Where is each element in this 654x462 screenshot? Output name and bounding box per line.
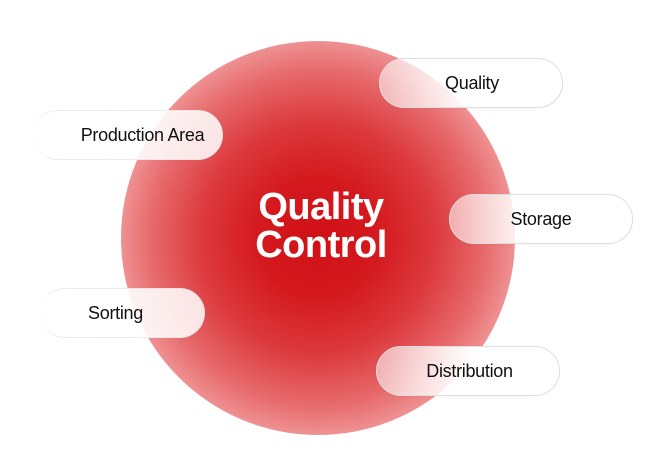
node-production-area-label: Production Area bbox=[80, 124, 205, 145]
node-production-area: Production Area bbox=[33, 110, 223, 160]
node-storage: Storage bbox=[449, 194, 633, 244]
node-sorting: Sorting bbox=[40, 288, 205, 338]
node-distribution: Distribution bbox=[376, 346, 560, 396]
node-quality: Quality bbox=[379, 58, 563, 108]
center-title: Quality Control bbox=[198, 188, 444, 264]
node-quality-label: Quality bbox=[445, 72, 499, 93]
node-storage-label: Storage bbox=[510, 208, 572, 229]
center-title-line1: Quality bbox=[258, 186, 384, 228]
node-sorting-label: Sorting bbox=[88, 302, 143, 323]
center-title-line2: Control bbox=[255, 224, 387, 266]
node-distribution-label: Distribution bbox=[426, 360, 513, 381]
